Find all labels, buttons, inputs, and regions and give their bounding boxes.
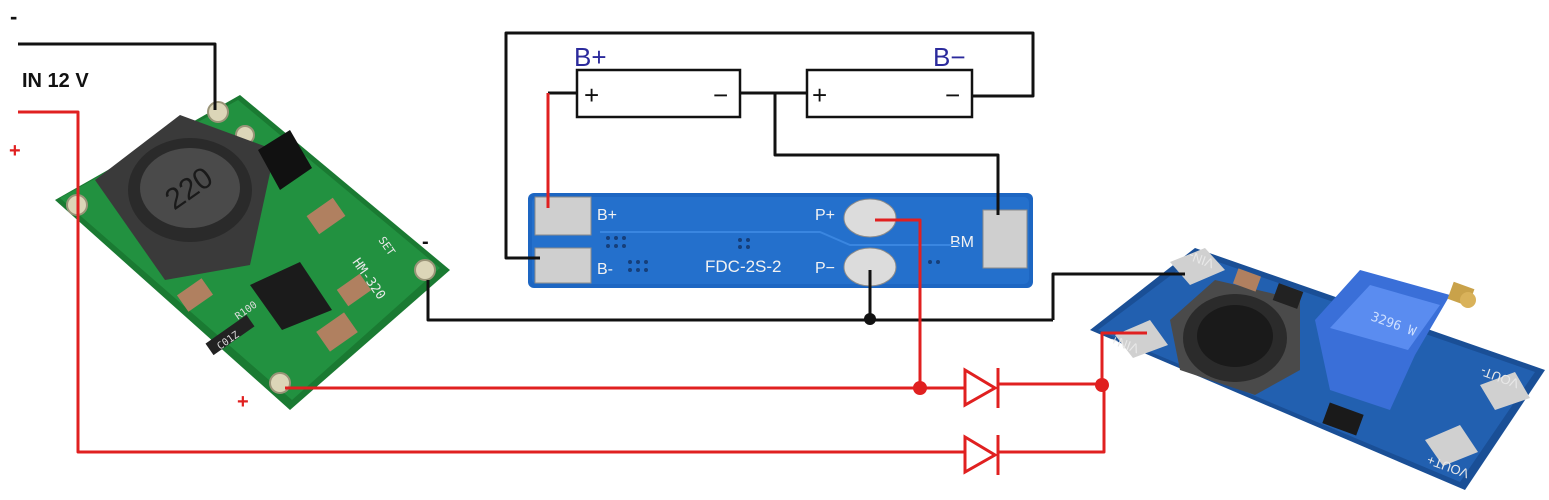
cell2-minus-sign: −	[945, 80, 960, 110]
wire-midpoint-to-bm	[773, 93, 1000, 215]
bms-pad-b-plus: B+	[597, 207, 617, 224]
wire-input-minus	[18, 42, 217, 110]
bms-pad-p-minus: P−	[815, 260, 835, 277]
bms-pad-bm: BM	[950, 234, 974, 251]
boost-inductor	[1170, 280, 1300, 395]
junction-p-plus	[913, 381, 927, 395]
input-minus-label: -	[10, 4, 17, 29]
battery-cell-2: + −	[805, 68, 974, 119]
inductor: 220	[95, 115, 275, 280]
buck-out-plus-label: +	[237, 391, 249, 413]
wire-boost-vin-plus	[1100, 331, 1147, 384]
bms-pad-b-minus: B-	[597, 261, 613, 278]
input-voltage-label: IN 12 V	[22, 70, 89, 92]
junction-diodes	[1095, 378, 1109, 392]
diode-1	[963, 367, 1000, 408]
cell2-plus-sign: +	[812, 80, 827, 110]
wire-input-plus	[18, 110, 965, 454]
buck-converter-module: 220 R100 C01Z HM-320 SET	[55, 95, 450, 410]
wire-b-minus-loop	[504, 31, 1035, 260]
wire-diode2-out	[998, 384, 1106, 454]
cell1-plus-sign: +	[584, 80, 599, 110]
trimmer-potentiometer: 3296 W	[1315, 270, 1476, 410]
boost-converter-module: 3296 W VIN- VIN+ VOUT- VOUT+	[1090, 248, 1545, 490]
bms-pad-p-plus: P+	[815, 207, 835, 224]
junction-ground	[864, 313, 876, 325]
wire-p-plus	[875, 218, 922, 388]
diode-2	[963, 434, 1000, 475]
wire-boost-vin-minus	[1051, 272, 1185, 320]
input-plus-label: +	[9, 140, 21, 162]
wire-ground-bus	[426, 280, 1053, 322]
battery-b-minus-label: B−	[933, 42, 966, 72]
buck-out-minus-label: -	[422, 231, 429, 253]
negative-wires	[18, 31, 1185, 322]
bms-module: B+ B- P+ P− BM FDC-2S-2	[528, 193, 1033, 288]
battery-cell-1: + −	[575, 68, 742, 119]
battery-b-plus-label: B+	[574, 42, 607, 72]
bms-name: FDC-2S-2	[705, 257, 782, 276]
cell1-minus-sign: −	[713, 80, 728, 110]
positive-wires	[18, 93, 1147, 454]
